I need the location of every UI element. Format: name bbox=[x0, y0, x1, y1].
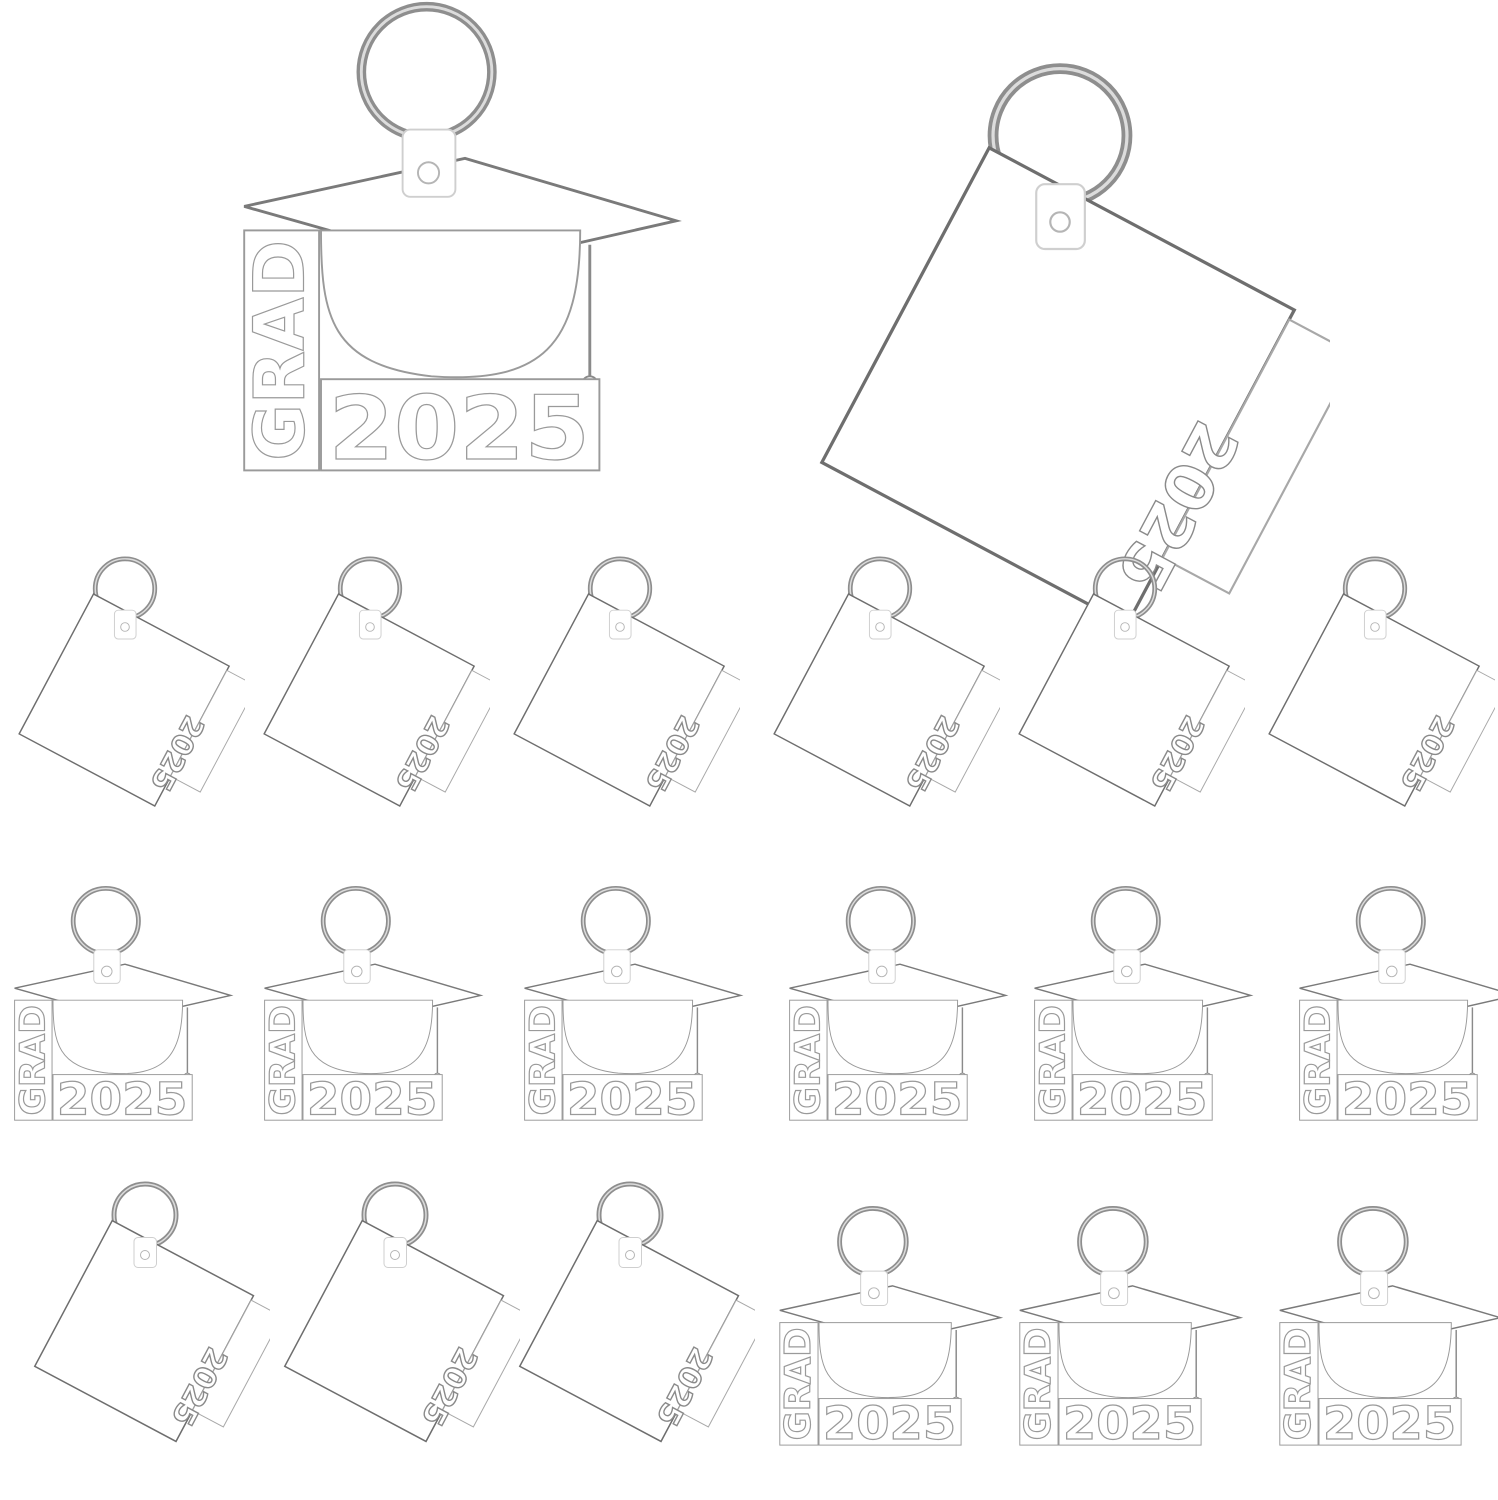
grad-engraving: GRAD bbox=[1298, 1005, 1338, 1115]
year-engraving: 2025 bbox=[1323, 1397, 1456, 1450]
year-engraving: 2025 bbox=[307, 1074, 438, 1125]
year-engraving: 2025 bbox=[1342, 1074, 1473, 1125]
grad-engraving: GRAD bbox=[1033, 1005, 1073, 1115]
grid-keychain-6: 2025 bbox=[1269, 559, 1498, 822]
grid-keychain-5: 2025 bbox=[1019, 559, 1259, 822]
year-engraving: 2025 bbox=[1077, 1074, 1208, 1125]
grid-keychain-13: 2025 bbox=[35, 1184, 285, 1458]
grid-keychain-3: 2025 bbox=[514, 559, 754, 822]
grad-engraving: GRAD bbox=[241, 240, 321, 461]
grid-keychain-1: 2025 bbox=[19, 559, 259, 822]
grad-engraving: GRAD bbox=[788, 1005, 828, 1115]
grad-engraving: GRAD bbox=[523, 1005, 563, 1115]
grad-engraving: GRAD bbox=[1018, 1328, 1059, 1441]
grid-keychain-4: 2025 bbox=[774, 559, 1014, 822]
year-engraving: 2025 bbox=[567, 1074, 698, 1125]
grid-keychain-15: 2025 bbox=[520, 1184, 770, 1458]
year-engraving: 2025 bbox=[57, 1074, 188, 1125]
grid-keychain-2: 2025 bbox=[264, 559, 504, 822]
grad-engraving: GRAD bbox=[778, 1328, 819, 1441]
year-engraving: 2025 bbox=[832, 1074, 963, 1125]
year-engraving: 2025 bbox=[823, 1397, 956, 1450]
featured-square-keychain: 2025 bbox=[822, 69, 1361, 661]
year-engraving: 2025 bbox=[1063, 1397, 1196, 1450]
grid-keychain-14: 2025 bbox=[285, 1184, 535, 1458]
year-engraving: 2025 bbox=[329, 377, 590, 480]
grad-engraving: GRAD bbox=[263, 1005, 303, 1115]
grad-engraving: GRAD bbox=[13, 1005, 53, 1115]
grad-engraving: GRAD bbox=[1278, 1328, 1319, 1441]
